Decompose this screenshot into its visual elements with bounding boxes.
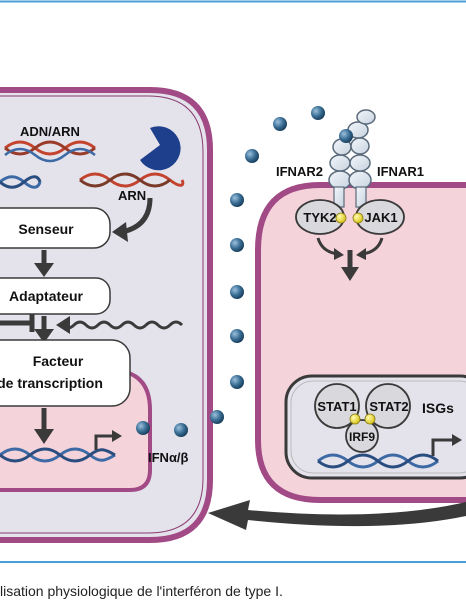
senseur-label: Senseur xyxy=(18,221,74,237)
ifn-molecule-11 xyxy=(230,375,244,389)
gene-start-arrowhead-right xyxy=(452,434,462,446)
arn-to-senseur-arrowhead xyxy=(112,222,128,242)
jak1-arrowhead xyxy=(356,248,366,260)
ifn-molecule-7 xyxy=(230,193,244,207)
isgs-label: ISGs xyxy=(422,400,454,416)
viral-dna-helix xyxy=(4,140,96,163)
adaptateur-label: Adaptateur xyxy=(9,288,83,304)
viral-protein-icon xyxy=(140,126,181,171)
gene-start-arrow-right xyxy=(431,438,452,456)
facteur-label-line1: Facteur xyxy=(33,353,84,369)
ifn-molecule-1 xyxy=(136,421,150,435)
ifn-molecule-2 xyxy=(174,423,188,437)
tyk2-arrowhead xyxy=(334,248,344,260)
phospho-dot-1 xyxy=(335,212,347,224)
irf9-label: IRF9 xyxy=(349,430,375,444)
stat2-protein xyxy=(365,383,411,429)
wavy-signal xyxy=(60,320,184,330)
feedback-arrow xyxy=(208,500,466,530)
ifn-molecule-3 xyxy=(210,410,224,424)
phospho-dot-2 xyxy=(352,212,364,224)
ifn-molecule-4 xyxy=(273,117,287,131)
ifnar-receptor xyxy=(328,109,376,208)
stat1-protein xyxy=(314,383,360,429)
irf9-protein xyxy=(345,419,379,453)
stat2-label: STAT2 xyxy=(369,399,408,414)
ifnar1-label: IFNAR1 xyxy=(377,164,424,179)
facteur-label-line2: de transcription xyxy=(0,375,103,391)
isg-dna-helix xyxy=(317,453,439,469)
ifn-molecule-6 xyxy=(245,149,259,163)
adaptateur-to-facteur-arrowhead xyxy=(34,329,54,343)
signal-down-arrowhead xyxy=(341,267,359,281)
ifn-molecule-10 xyxy=(230,329,244,343)
gene-start-arrowhead-left xyxy=(112,430,122,442)
gene-start-arrow-left xyxy=(94,434,112,450)
senseur-box xyxy=(0,207,111,249)
stat-phospho-dot-2 xyxy=(364,413,376,425)
dna-rna-label: ADN/ARN xyxy=(20,124,80,139)
wavy-signal-arrowhead xyxy=(56,316,70,334)
viral-protein-notch xyxy=(130,138,144,148)
ifn-molecule-9 xyxy=(230,285,244,299)
tyk2-label: TYK2 xyxy=(303,210,336,225)
short-dna-helix-left xyxy=(0,175,42,189)
rna-helix xyxy=(79,172,185,188)
ifn-molecule-5 xyxy=(311,106,325,120)
bound-ifn-molecule xyxy=(339,129,353,143)
stat-phospho-dot-1 xyxy=(349,413,361,425)
arn-label: ARN xyxy=(118,188,146,203)
facteur-to-dna-arrowhead xyxy=(34,429,54,444)
jak1-label: JAK1 xyxy=(364,210,397,225)
nucleus-dna-helix-left xyxy=(0,447,116,463)
ifn-molecule-8 xyxy=(230,238,244,252)
adaptateur-box xyxy=(0,277,111,315)
figure-caption: lisation physiologique de l'interféron d… xyxy=(0,583,283,599)
ifnar2-label: IFNAR2 xyxy=(276,164,323,179)
ifn-label: IFNα/β xyxy=(148,450,189,465)
senseur-to-adaptateur-arrowhead xyxy=(34,263,54,277)
stat1-label: STAT1 xyxy=(317,399,356,414)
facteur-box xyxy=(0,339,131,407)
secreted-ifn-molecules xyxy=(230,106,325,389)
